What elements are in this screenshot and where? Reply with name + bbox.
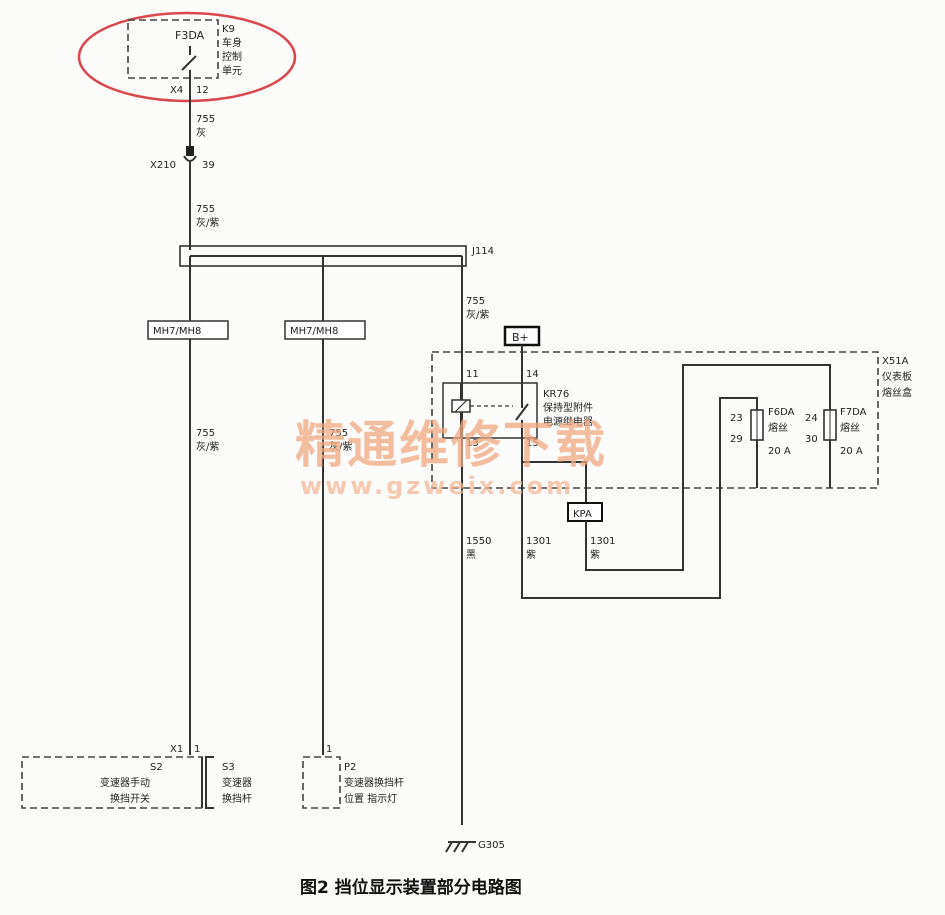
- x210-pin: 39: [202, 160, 215, 171]
- s3-name-1: 变速器: [222, 776, 252, 789]
- k9-name-2: 控制: [222, 50, 242, 63]
- k9-module-outline: [127, 19, 219, 79]
- wire-1301a-number: 1301: [526, 536, 551, 547]
- kr76-pin13: 13: [466, 438, 479, 449]
- f7da-label: 熔丝: [840, 421, 860, 434]
- s3-name-2: 换挡杆: [222, 792, 252, 805]
- kr76-name-2: 电源继电器: [543, 415, 593, 428]
- wire-ground-color: 黑: [466, 549, 476, 561]
- highlight-circle: [77, 11, 297, 103]
- f7da-pin-top: 24: [805, 413, 818, 424]
- wire-1301b-number: 1301: [590, 536, 615, 547]
- wire-left-lower-color: 灰/紫: [196, 440, 219, 453]
- watermark-cn: 精通维修下载: [295, 415, 607, 474]
- f6da-id: F6DA: [768, 407, 795, 418]
- x1-connector: X1: [170, 744, 183, 755]
- p2-pin: 1: [326, 744, 332, 755]
- bplus-label: B+: [512, 331, 529, 344]
- k9-name-1: 车身: [222, 36, 242, 49]
- p2-name-2: 位置 指示灯: [344, 792, 397, 805]
- kr76-name-1: 保持型附件: [543, 401, 593, 414]
- x51a-fusebox-outline: [431, 351, 879, 489]
- mh-mid-label: MH7/MH8: [290, 326, 338, 337]
- k9-pin: 12: [196, 85, 209, 96]
- x210-pin-symbol: [186, 146, 194, 156]
- p2-name-1: 变速器换挡杆: [344, 776, 404, 789]
- x210-id: X210: [150, 160, 176, 171]
- k9-id: K9: [222, 24, 235, 35]
- f6da-label: 熔丝: [768, 421, 788, 434]
- s3-id: S3: [222, 762, 235, 773]
- wire-top-number: 755: [196, 114, 215, 125]
- wire-main-number: 755: [196, 204, 215, 215]
- wire-main-color: 灰/紫: [196, 216, 219, 229]
- kr76-id: KR76: [543, 389, 569, 400]
- kr76-relay-box: [442, 382, 538, 439]
- wire-ground-number: 1550: [466, 536, 491, 547]
- s2-name-1: 变速器手动: [100, 776, 150, 789]
- k9-connector: X4: [170, 85, 183, 96]
- watermark-url: www.gzweix.com: [300, 472, 574, 500]
- x51a-id: X51A: [882, 356, 909, 367]
- k9-fuse-label: F3DA: [175, 29, 205, 42]
- kr76-coil-diagonal: [454, 399, 468, 413]
- f7da-pin-bottom: 30: [805, 434, 818, 445]
- kr76-contact-symbol: [515, 403, 529, 438]
- wire-right-color: 灰/紫: [466, 308, 489, 321]
- x51a-name-2: 熔丝盒: [882, 386, 912, 399]
- p2-id: P2: [344, 762, 356, 773]
- wire-mid-lower-number: 755: [329, 428, 348, 439]
- mh-left-label: MH7/MH8: [153, 326, 201, 337]
- wire-top-color: 灰: [196, 126, 206, 139]
- mh-mid-box: [284, 320, 366, 340]
- p2-outline: [302, 756, 341, 809]
- k9-switch-symbol: [181, 46, 197, 80]
- wire-1301-to-f7da: [585, 364, 831, 571]
- s2-id: S2: [150, 762, 163, 773]
- f6da-pin-bottom: 29: [730, 434, 743, 445]
- x1-pin: 1: [194, 744, 200, 755]
- wire-left-lower-number: 755: [196, 428, 215, 439]
- kr76-pin14: 14: [526, 369, 539, 380]
- s2-outline: [21, 756, 203, 809]
- kpa-label: KPA: [573, 509, 592, 520]
- f6da-pin-top: 23: [730, 413, 743, 424]
- f7da-id: F7DA: [840, 407, 867, 418]
- ground-label: G305: [478, 840, 505, 851]
- x51a-name-1: 仪表板: [882, 370, 912, 383]
- kr76-pin15: 15: [526, 438, 539, 449]
- wire-1301a-color: 紫: [526, 549, 536, 561]
- s2-name-2: 换挡开关: [110, 792, 150, 805]
- figure-caption: 图2 挡位显示装置部分电路图: [300, 877, 522, 898]
- ground-symbol: [445, 841, 476, 853]
- j114-id: J114: [471, 246, 494, 257]
- mh-left-box: [147, 320, 229, 340]
- f6da-rating: 20 A: [768, 446, 791, 457]
- wire-mid-lower-color: 灰/紫: [329, 440, 352, 453]
- f7da-rating: 20 A: [840, 446, 863, 457]
- wire-1301b-color: 紫: [590, 549, 600, 561]
- wire-relay-to-kpa: [521, 438, 587, 503]
- x210-socket-symbol: [183, 155, 197, 162]
- s3-bracket: [205, 756, 214, 809]
- kr76-pin11: 11: [466, 369, 479, 380]
- wire-right-number: 755: [466, 296, 485, 307]
- wire-1301-to-f6da: [521, 397, 758, 599]
- k9-name-3: 单元: [222, 65, 242, 77]
